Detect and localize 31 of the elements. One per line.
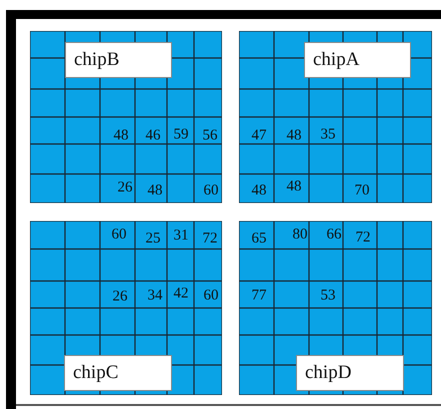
cell-value: 60 xyxy=(204,288,218,304)
cell-value: 53 xyxy=(320,288,336,304)
cell-value: 34 xyxy=(148,288,162,304)
cell-value: 48 xyxy=(286,128,302,144)
cell-value: 59 xyxy=(174,128,188,142)
cell-value: 48 xyxy=(252,184,266,198)
cell-value: 65 xyxy=(252,232,266,246)
chip-label: chipA xyxy=(304,42,411,78)
cell-value: 35 xyxy=(320,128,336,142)
cell-value: 26 xyxy=(112,290,128,304)
cell-value: 48 xyxy=(286,180,302,194)
cell-value: 48 xyxy=(114,128,128,144)
cell-value: 60 xyxy=(204,184,218,198)
cell-value: 56 xyxy=(202,128,218,144)
cell-value: 70 xyxy=(354,184,370,198)
cell-value: 72 xyxy=(356,230,370,246)
cell-value: 26 xyxy=(118,180,132,196)
cell-value: 31 xyxy=(174,228,188,244)
cell-value: 60 xyxy=(112,228,126,242)
cell-value: 66 xyxy=(326,228,342,242)
cell-value: 25 xyxy=(146,232,160,246)
cell-value: 46 xyxy=(146,128,160,144)
chip-label: chipD xyxy=(296,355,404,391)
cell-value: 48 xyxy=(148,184,162,198)
cell-value: 80 xyxy=(292,228,308,242)
chip-label: chipB xyxy=(65,42,172,78)
cell-value: 72 xyxy=(202,232,218,246)
cell-value: 47 xyxy=(252,128,266,144)
cell-value: 77 xyxy=(252,288,266,304)
chip-label: chipC xyxy=(64,355,172,391)
cell-value: 42 xyxy=(174,286,188,302)
